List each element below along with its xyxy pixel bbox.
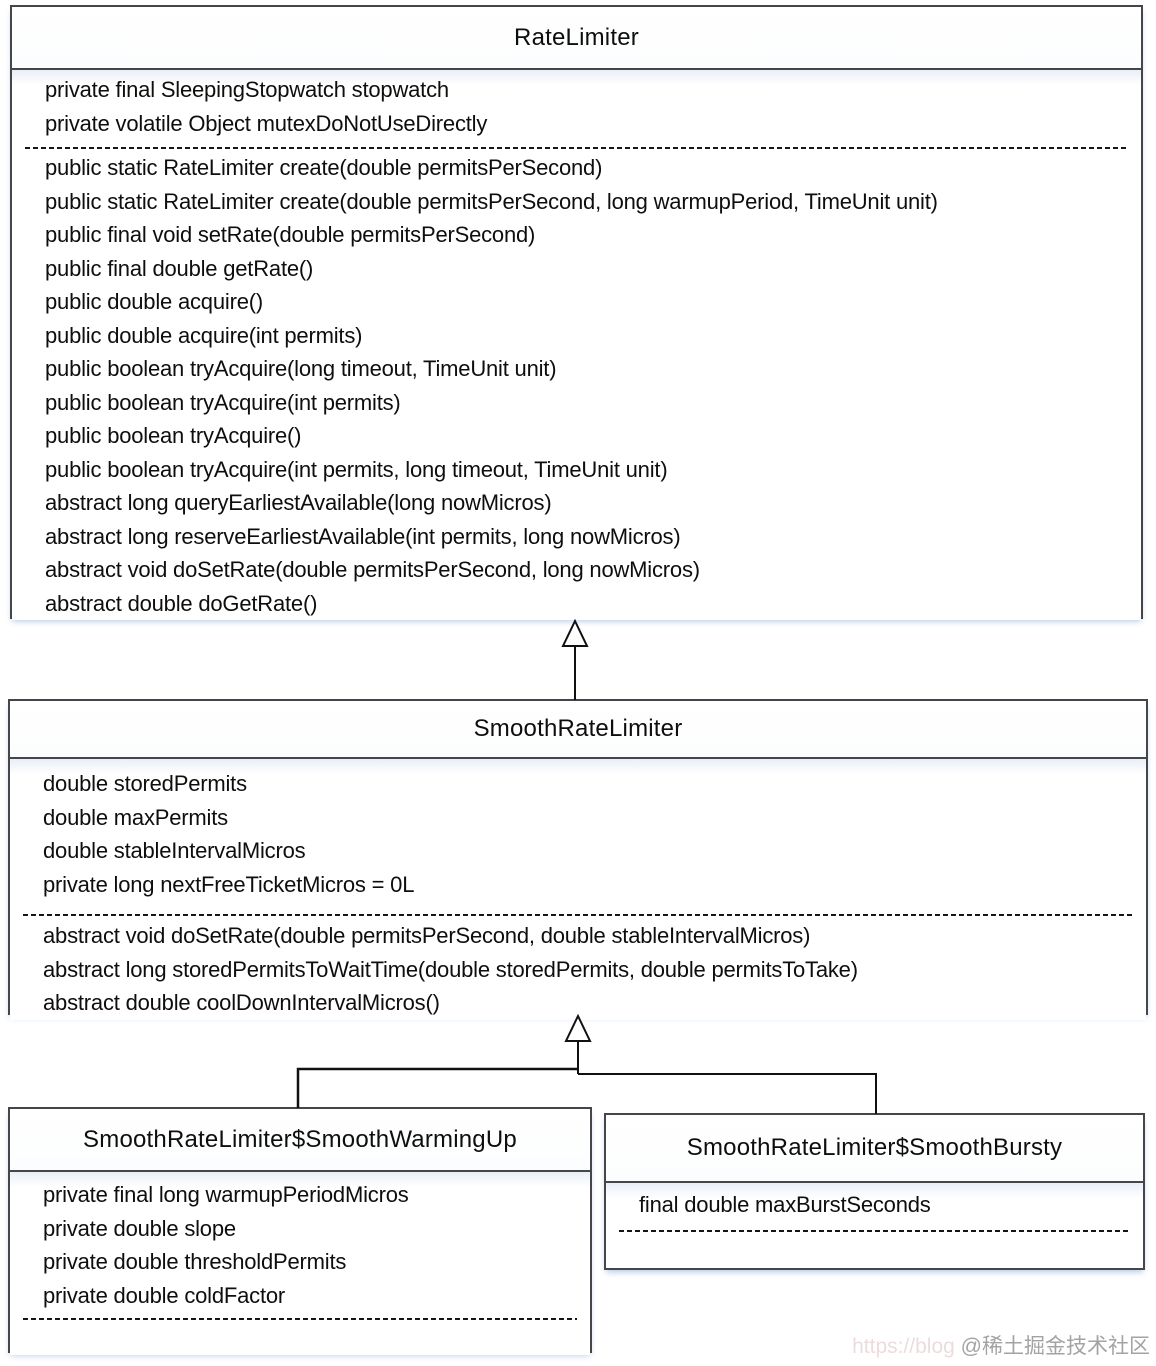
method-line: abstract void doSetRate(double permitsPe… [43,923,811,948]
method-line: public boolean tryAcquire(int permits, l… [45,456,668,482]
watermark-faint-url: https://blog [852,1335,955,1358]
method-line: public static RateLimiter create(double … [45,155,603,180]
class-title-smoothratelimiter: SmoothRateLimiter [10,701,1146,759]
field-line: private double coldFactor [43,1282,286,1308]
field-line: double storedPermits [43,771,247,796]
fields-methods-separator [25,147,1128,149]
class-box-smoothwarmingup: SmoothRateLimiter$SmoothWarmingUp privat… [8,1107,592,1355]
method-line: public boolean tryAcquire(long timeout, … [45,356,557,381]
field-line: final double maxBurstSeconds [639,1192,931,1217]
field-line: private double thresholdPermits [43,1249,347,1274]
methods-compartment-smoothwarmingup [10,1320,590,1355]
class-box-smoothbursty: SmoothRateLimiter$SmoothBursty final dou… [604,1113,1145,1270]
class-box-ratelimiter: RateLimiter private final SleepingStopwa… [10,5,1143,620]
field-line: private final SleepingStopwatch stopwatc… [45,77,449,102]
field-line: private volatile Object mutexDoNotUseDir… [45,110,488,136]
watermark: https://blog @稀土掘金技术社区 [852,1330,1150,1360]
fields-compartment-ratelimiter: private final SleepingStopwatch stopwatc… [12,70,1141,147]
method-line: abstract double coolDownIntervalMicros() [43,990,440,1015]
fields-methods-separator [23,1318,577,1320]
class-title-ratelimiter: RateLimiter [12,7,1141,70]
method-line: public boolean tryAcquire(int permits) [45,389,401,415]
methods-compartment-smoothratelimiter: abstract void doSetRate(double permitsPe… [10,916,1146,1020]
method-line: public boolean tryAcquire() [45,423,302,448]
field-line: private final long warmupPeriodMicros [43,1182,409,1207]
methods-compartment-ratelimiter: public static RateLimiter create(double … [12,149,1141,620]
class-box-smoothratelimiter: SmoothRateLimiter double storedPermits d… [8,699,1148,1020]
method-line: public double acquire(int permits) [45,322,363,348]
method-line: abstract double doGetRate() [45,590,318,616]
class-title-smoothbursty: SmoothRateLimiter$SmoothBursty [606,1115,1143,1183]
inheritance-arrow-smoothratelimiter-to-ratelimiter [561,618,589,700]
fields-methods-separator [23,914,1133,916]
method-line: abstract long queryEarliestAvailable(lon… [45,490,552,515]
method-line: public final double getRate() [45,255,314,281]
method-line: public double acquire() [45,289,263,314]
methods-compartment-smoothbursty [606,1232,1143,1268]
fields-compartment-smoothbursty: final double maxBurstSeconds [606,1183,1143,1230]
field-line: double maxPermits [43,804,228,830]
field-line: private long nextFreeTicketMicros = 0L [43,871,415,897]
field-line: private double slope [43,1215,236,1241]
inheritance-arrow-children-to-smoothratelimiter [296,1013,877,1114]
fields-compartment-smoothwarmingup: private final long warmupPeriodMicros pr… [10,1172,590,1318]
fields-compartment-smoothratelimiter: double storedPermits double maxPermits d… [10,759,1146,914]
method-line: abstract void doSetRate(double permitsPe… [45,557,700,582]
method-line: abstract long storedPermitsToWaitTime(do… [43,956,858,982]
method-line: public static RateLimiter create(double … [45,188,938,214]
method-line: abstract long reserveEarliestAvailable(i… [45,523,681,549]
watermark-label: @稀土掘金技术社区 [960,1335,1150,1358]
class-title-smoothwarmingup: SmoothRateLimiter$SmoothWarmingUp [10,1109,590,1172]
method-line: public final void setRate(double permits… [45,222,536,247]
field-line: double stableIntervalMicros [43,838,306,863]
fields-methods-separator [619,1230,1130,1232]
